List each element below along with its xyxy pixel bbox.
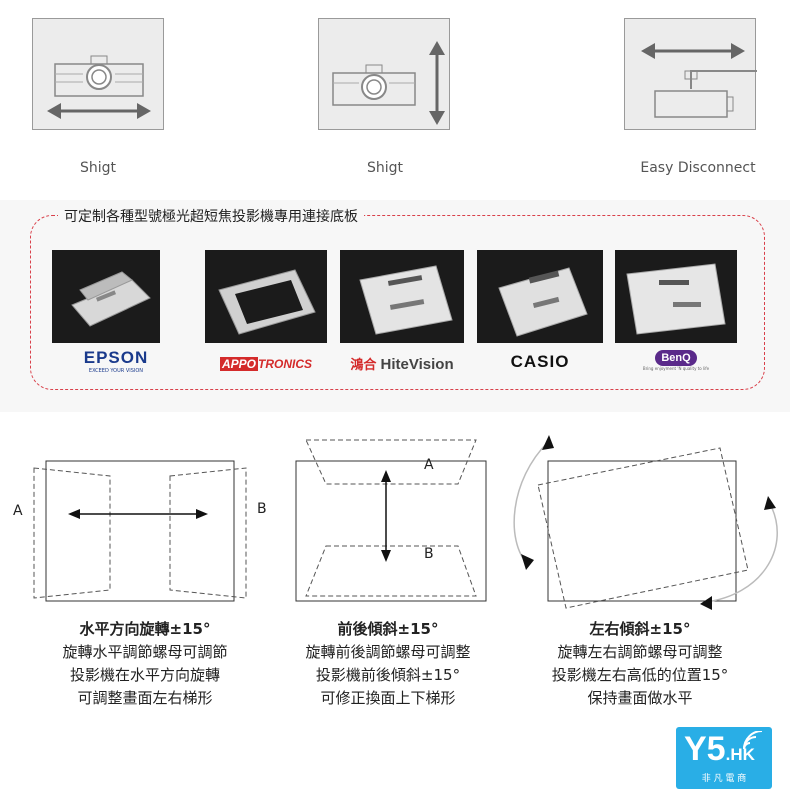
hitevision-name: HiteVision [380, 356, 454, 373]
front-back-tilt-title: 前後傾斜±15° [337, 620, 439, 638]
easy-disconnect-label: Easy Disconnect [640, 160, 756, 176]
epson-logo: EPSON EXCEED YOUR VISION [62, 348, 170, 374]
logo-main: Y5.HK [684, 731, 755, 773]
logo-subtitle: 非 凡 電 商 [701, 774, 747, 784]
horizontal-rotation-title: 水平方向旋轉±15° [79, 620, 211, 638]
hitevision-logo: 鴻合 HiteVision [340, 354, 464, 373]
epson-tagline: EXCEED YOUR VISION [88, 368, 144, 374]
horizontal-rotation-line-2: 投影機在水平方向旋轉 [69, 666, 220, 684]
hitevision-prefix: 鴻合 [350, 357, 377, 372]
easy-disconnect-icon [641, 43, 757, 118]
hitevision-mount-photo [340, 250, 464, 343]
front-back-tilt-caption: 前後傾斜±15° 旋轉前後調節螺母可調整 投影機前後傾斜±15° 可修正換面上下… [268, 618, 508, 710]
front-back-tilt-line-2: 投影機前後傾斜±15° [315, 666, 461, 684]
left-right-tilt-diagram [513, 435, 778, 610]
epson-mount-photo [52, 250, 160, 343]
mounts-title: 可定制各種型號極光超短焦投影機專用連接底板 [58, 206, 364, 226]
logo-text: Y5 [684, 730, 726, 768]
horizontal-shift-label: Shigt [79, 160, 117, 176]
mounts-dashed-frame [30, 215, 765, 390]
front-back-tilt-line-1: 旋轉前後調節螺母可調整 [305, 643, 471, 661]
benq-badge: BenQ [655, 350, 697, 366]
label-a-top: A [424, 457, 434, 473]
logo-suffix: .HK [725, 745, 755, 764]
easy-disconnect-tile [624, 18, 757, 130]
benq-mount-photo [615, 250, 737, 343]
left-right-tilt-line-2: 投影機左右高低的位置15° [551, 666, 729, 684]
casio-mount-photo [477, 250, 603, 343]
horizontal-rotation-line-3: 可調整畫面左右梯形 [77, 689, 213, 707]
label-b-bottom: B [424, 546, 434, 562]
left-right-tilt-title: 左右傾斜±15° [589, 620, 691, 638]
horizontal-shift-tile [32, 18, 164, 130]
appotronics-prefix: APPO [219, 357, 258, 371]
horizontal-rotation-line-1: 旋轉水平調節螺母可調節 [62, 643, 228, 661]
vertical-shift-tile [318, 18, 450, 130]
appotronics-mount-photo [205, 250, 327, 343]
horizontal-shift-icon [47, 55, 151, 119]
benq-logo: BenQ Bring enjoyment 'N quality to life [615, 346, 737, 371]
benq-name: BenQ [661, 352, 691, 364]
left-right-tilt-line-3: 保持畫面做水平 [587, 689, 693, 707]
y5hk-logo: Y5.HK 非 凡 電 商 [676, 727, 772, 789]
label-b-right: B [257, 501, 267, 517]
left-right-tilt-line-1: 旋轉左右調節螺母可調整 [557, 643, 723, 661]
label-a-left: A [13, 503, 23, 519]
horizontal-rotation-diagram [33, 460, 247, 602]
adjustment-diagrams [33, 435, 778, 610]
casio-logo: CASIO [510, 352, 570, 371]
left-right-tilt-caption: 左右傾斜±15° 旋轉左右調節螺母可調整 投影機左右高低的位置15° 保持畫面做… [510, 618, 770, 710]
appotronics-suffix: TRONICS [258, 357, 312, 371]
vertical-shift-icon [332, 41, 445, 125]
vertical-shift-label: Shigt [366, 160, 404, 176]
benq-tagline: Bring enjoyment 'N quality to life [642, 366, 710, 371]
horizontal-rotation-caption: 水平方向旋轉±15° 旋轉水平調節螺母可調節 投影機在水平方向旋轉 可調整畫面左… [25, 618, 265, 710]
front-back-tilt-diagram [295, 439, 487, 602]
epson-name: EPSON [83, 348, 149, 367]
signal-icon [743, 731, 763, 750]
front-back-tilt-line-3: 可修正換面上下梯形 [320, 689, 456, 707]
